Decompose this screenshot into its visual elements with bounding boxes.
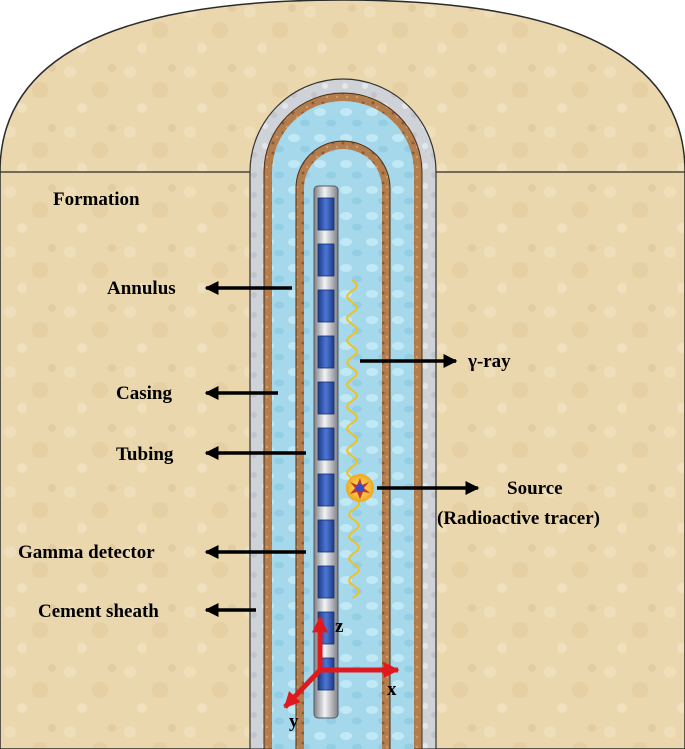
annulus-label: Annulus bbox=[107, 278, 176, 299]
y-axis-label: y bbox=[289, 711, 299, 732]
gamma-ray-label: γ-ray bbox=[467, 351, 511, 372]
detector-crystal bbox=[317, 519, 335, 553]
cement-sheath-label: Cement sheath bbox=[38, 601, 159, 622]
detector-crystals bbox=[317, 197, 335, 691]
detector-crystal bbox=[317, 565, 335, 599]
leader-arrows bbox=[204, 281, 480, 617]
detector-crystal bbox=[317, 427, 335, 461]
z-axis-label: z bbox=[335, 616, 344, 637]
coordinate-axes bbox=[283, 616, 400, 709]
tubing-label: Tubing bbox=[116, 444, 174, 465]
detector-crystal bbox=[317, 335, 335, 369]
gamma-detector-label: Gamma detector bbox=[18, 542, 155, 563]
casing-label: Casing bbox=[116, 383, 172, 404]
detector-crystal bbox=[317, 381, 335, 415]
gamma-detector bbox=[313, 185, 339, 719]
detector-crystal bbox=[317, 197, 335, 231]
gamma-ray-path bbox=[346, 279, 360, 599]
detector-crystal bbox=[317, 243, 335, 277]
detector-crystal bbox=[317, 289, 335, 323]
source-sublabel: (Radioactive tracer) bbox=[437, 508, 600, 529]
x-axis-label: x bbox=[387, 679, 397, 700]
formation-label: Formation bbox=[53, 189, 140, 210]
radioactive-source bbox=[346, 474, 374, 502]
source-label: Source bbox=[507, 478, 563, 499]
detector-crystal bbox=[317, 473, 335, 507]
y-axis bbox=[283, 668, 322, 709]
